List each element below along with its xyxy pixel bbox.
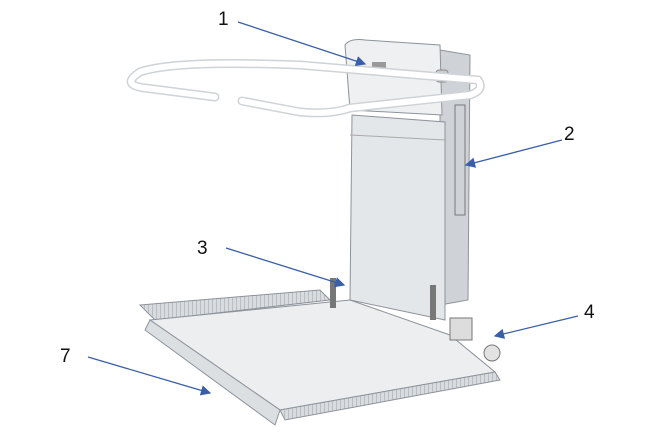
arrow-3 — [225, 247, 346, 288]
backplate — [349, 114, 446, 321]
callout-arrows — [87, 21, 579, 396]
release-knob — [483, 344, 501, 362]
arrow-7 — [87, 356, 212, 396]
arrow-4 — [493, 315, 579, 339]
callout-label-4: 4 — [584, 302, 595, 323]
callout-label-7: 7 — [60, 346, 71, 367]
arrow-2 — [464, 139, 563, 168]
callout-label-3: 3 — [197, 238, 208, 259]
arrow-1 — [237, 21, 367, 67]
callout-label-1: 1 — [218, 9, 229, 30]
platform — [138, 278, 501, 426]
callout-label-2: 2 — [564, 124, 575, 145]
